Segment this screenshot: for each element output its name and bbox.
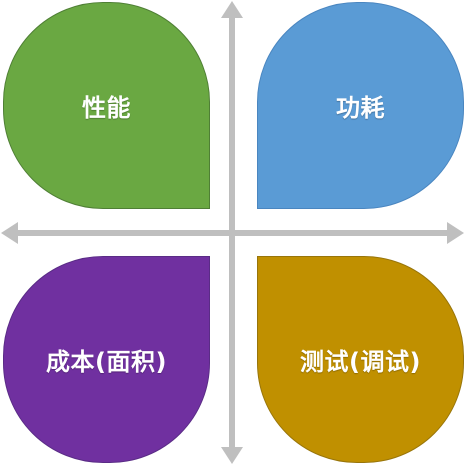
quadrant-performance: 性能 — [3, 2, 210, 209]
quadrant-label-performance: 性能 — [82, 94, 131, 122]
arrow-right-icon — [447, 222, 464, 244]
quadrant-label-cost-area: 成本(面积) — [46, 348, 167, 376]
quadrant-cost-area: 成本(面积) — [3, 256, 210, 463]
quadrant-label-power: 功耗 — [336, 94, 385, 122]
arrow-up-icon — [221, 1, 243, 18]
arrow-down-icon — [221, 447, 243, 464]
quadrant-label-test-debug: 测试(调试) — [300, 348, 421, 376]
quadrant-test-debug: 测试(调试) — [257, 256, 464, 463]
quadrant-power: 功耗 — [257, 2, 464, 209]
arrow-left-icon — [1, 222, 18, 244]
